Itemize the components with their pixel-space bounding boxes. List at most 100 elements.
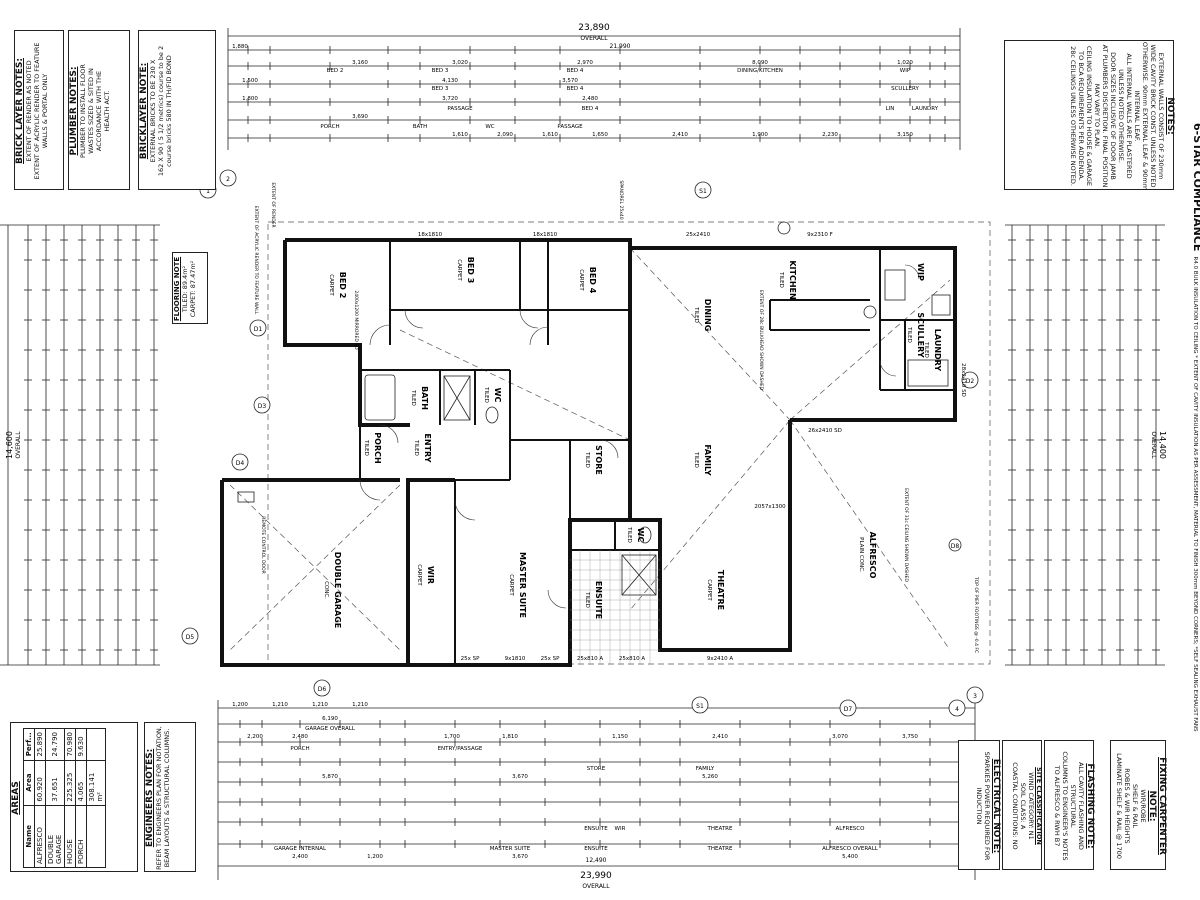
note-line: EXTENT OF RENDER AS NOTED xyxy=(25,60,33,162)
bottom-overall-dim: 23,990 xyxy=(580,871,612,881)
bottom-inner-dim: 12,490 xyxy=(586,857,607,864)
room-name: BATH xyxy=(420,386,429,410)
areas-cell: 60.920 xyxy=(34,760,46,806)
grid-marker-s1-top xyxy=(694,181,712,199)
grid-marker-label: 1 xyxy=(206,188,210,195)
top-overall-dim: 23,890 xyxy=(578,23,610,33)
note-line: CEILING INSULATION TO HOUSE & GARAGE xyxy=(1085,46,1093,186)
top-dim-label: DINING/KITCHEN xyxy=(737,68,783,74)
note-line: SHELF & RAIL xyxy=(1131,784,1139,828)
window-tag: 18x1810 xyxy=(533,232,558,238)
bottom-dim-label: PORCH xyxy=(290,746,309,752)
top-overall-sub: OVERALL xyxy=(580,35,608,42)
grid-marker-label: D4 xyxy=(236,460,245,467)
bottom-dim-number: 2,480 xyxy=(292,734,308,740)
grid-marker-d2-right xyxy=(961,371,979,389)
note-line: COASTAL CONDITIONS: NO xyxy=(1011,762,1019,850)
areas-total: 308.141 m² xyxy=(86,760,106,806)
annotation: TOP OF PIER FOOTINGS @ -0.4 FC xyxy=(973,576,979,653)
top-dim-number: 2,090 xyxy=(497,132,513,138)
grid-marker-label: D3 xyxy=(258,403,267,410)
top-dim-number: 8,090 xyxy=(752,60,768,66)
note-line: TO BCA REQUIREMENTS PER ADDENDA. xyxy=(1077,51,1085,181)
note-line: ROBES & WIR HEIGHTS xyxy=(1123,768,1131,844)
areas-header: Area xyxy=(23,760,35,806)
top-dim-number: 1,020 xyxy=(897,60,913,66)
room-name: MASTER SUITE xyxy=(518,552,527,618)
bottom-dim-number: 1,700 xyxy=(444,734,460,740)
bottom-dim-number: 6,190 xyxy=(322,716,338,722)
room-name: BED 3 xyxy=(466,257,475,284)
bottom-dim-number: 1,210 xyxy=(312,702,328,708)
room-name: ALFRESCO xyxy=(868,532,877,579)
left-dimension-strings xyxy=(0,224,160,666)
note-line: EXTERNAL WALLS CONSIST OF 230mm xyxy=(1157,52,1165,180)
grid-marker-label: D1 xyxy=(254,326,263,333)
bottom-dim-label: ENSUITE xyxy=(584,826,608,832)
note-line: ALL INTERNAL WALLS ARE PLASTERED xyxy=(1125,53,1133,179)
note-line: REFER TO ENGINEERS PLAN FOR NOTATION, xyxy=(155,726,163,870)
note-line: INDUCTION xyxy=(975,787,983,825)
grid-marker-label: D7 xyxy=(844,706,853,713)
note-line: SOIL CLASS: A xyxy=(1019,782,1027,830)
bottom-dim-label: STORE xyxy=(587,766,606,772)
note-line: HEALTH ACT. xyxy=(103,90,111,132)
annotation: EXTENT OF 28c BULKHEAD SHOWN DASHED xyxy=(758,290,764,391)
room-finish: TILED xyxy=(778,271,784,288)
bottom-dim-number: 1,810 xyxy=(502,734,518,740)
top-dim-label: BED 4 xyxy=(567,86,584,92)
areas-total-label xyxy=(86,805,106,868)
grid-marker-label: S1 xyxy=(699,188,707,195)
note-line: ALL CAVITY FLASHING AND STRUCTURAL xyxy=(1069,762,1085,850)
top-dim-label: BED 3 xyxy=(432,86,449,92)
bottom-dim-number: 1,210 xyxy=(352,702,368,708)
areas-cell: ALFRESCO xyxy=(34,805,46,868)
note-line: UNLESS NOTED OTHERWISE. xyxy=(1117,69,1125,163)
note-line: CARPET: 87.47m² xyxy=(189,260,197,318)
room-finish: TILED xyxy=(693,451,699,468)
note-line: 162 X 90 ( 5 1/2 metrics) course to be 2 xyxy=(157,45,165,177)
top-dim-number: 3,150 xyxy=(897,132,913,138)
note-line: OTHERWISE. 90mm EXTERNAL LEAF & 90mm xyxy=(1141,41,1149,191)
bottom-dim-label: THEATRE xyxy=(707,826,733,832)
engineers-notes-box: ENGINEERS NOTES: REFER TO ENGINEERS PLAN… xyxy=(144,722,196,872)
note-line: WALLS & PORTAL ONLY xyxy=(41,73,49,149)
areas-cell: 37.651 xyxy=(45,760,65,806)
top-inner-dim: 21,990 xyxy=(610,43,631,50)
top-dim-label: BED 2 xyxy=(327,68,344,74)
grid-marker-s1-bottom xyxy=(691,696,709,714)
top-dim-number: 3,690 xyxy=(352,114,368,120)
top-dim-number: 1,900 xyxy=(752,132,768,138)
right-dimension-strings xyxy=(1005,224,1165,666)
bottom-dim-label: ALFRESCO OVERALL xyxy=(822,846,879,852)
note-line: DOOR SIZES INCLUSIVE OF DOOR JAMB xyxy=(1109,52,1117,180)
note-line: EXTENT OF ACRYLIC RENDER TO FEATURE xyxy=(33,42,41,180)
bottom-dim-number: 5,870 xyxy=(322,774,338,780)
room-finish: PLAIN CONC. xyxy=(858,537,864,573)
grid-marker-label: D2 xyxy=(966,378,975,385)
fixing-carpenter-title: FIXING CARPENTER NOTE: xyxy=(1147,757,1167,855)
bottom-dim-number: 1,200 xyxy=(232,702,248,708)
external-walls xyxy=(220,238,957,667)
top-dim-number: 4,130 xyxy=(442,78,458,84)
left-overall-dim: 14,600 xyxy=(5,431,14,459)
left-overall-sub: OVERALL xyxy=(15,431,22,459)
note-line: WIR/ROBE xyxy=(1139,789,1147,823)
note-line: ACCORDANCE WITH THE xyxy=(95,70,103,152)
bricklayer-note-box: BRICKLAYER NOTE: EXTERNAL BRICKS TO BE 2… xyxy=(138,30,216,190)
annotation: SPANDREL 25x40 xyxy=(618,180,624,219)
room-finish: TILED xyxy=(693,306,699,323)
bottom-dimension-strings xyxy=(217,700,976,880)
window-tag: 25x810 A xyxy=(577,656,603,662)
room-name: THEATRE xyxy=(716,570,725,610)
